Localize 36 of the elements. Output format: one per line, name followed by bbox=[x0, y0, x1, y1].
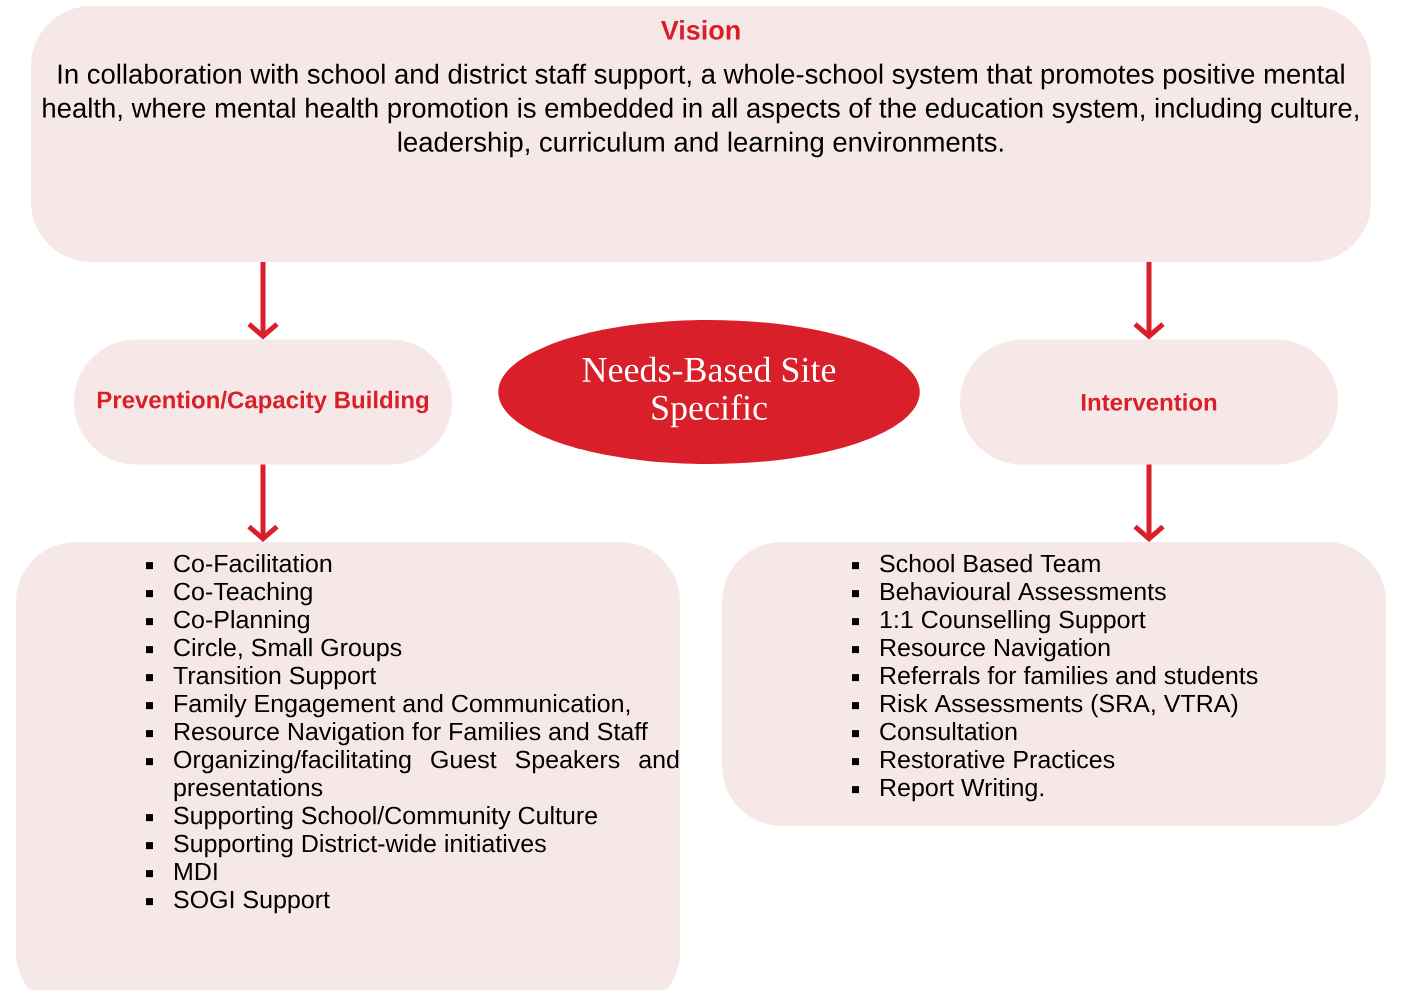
paragraph: In collaboration with school and district staff support, a whole-school system that promotes positive mental health, where mental health promotion is embedded in all aspects of the education system, including culture, leadership, curriculum and learning environments. bbox=[43, 63, 1358, 158]
list-item: School Based Team bbox=[852, 554, 1100, 573]
list-box bbox=[722, 542, 1386, 826]
list-item: Consultation bbox=[852, 722, 1017, 741]
label: Intervention bbox=[1081, 393, 1217, 411]
arrow bbox=[247, 262, 279, 340]
vision-box bbox=[31, 6, 1371, 262]
rounded-box bbox=[74, 339, 452, 465]
list-item: Report Writing. bbox=[852, 778, 1043, 802]
arrow bbox=[1133, 262, 1165, 340]
list-item: Co-Facilitation bbox=[146, 554, 332, 573]
list-item: MDI bbox=[146, 862, 217, 881]
list-item: Co-Planning bbox=[146, 610, 309, 634]
heading: Vision bbox=[660, 20, 740, 40]
list-item: Behavioural Assessments bbox=[852, 582, 1166, 601]
list-item: Risk Assessments (SRA, VTRA) bbox=[852, 694, 1238, 718]
rounded-box bbox=[960, 339, 1338, 465]
list-item: 1:1 Counselling Support bbox=[852, 610, 1146, 634]
list-item: Supporting School/Community Culture bbox=[146, 806, 597, 830]
list-item: Supporting District-wide initiatives bbox=[146, 834, 546, 858]
list-item: Family Engagement and Communication, bbox=[146, 694, 630, 718]
ellipse bbox=[498, 320, 920, 464]
label: Prevention/Capacity Building bbox=[97, 390, 429, 414]
list-item: Resource Navigation for Families and Staff bbox=[146, 722, 648, 746]
list-item: Resource Navigation bbox=[852, 638, 1110, 662]
label: Needs-Based Site Specific bbox=[582, 356, 836, 428]
list-item: Transition Support bbox=[146, 666, 377, 690]
list-box bbox=[16, 542, 680, 990]
list-item: Referrals for families and students bbox=[852, 666, 1258, 685]
list-item: Restorative Practices bbox=[852, 750, 1115, 769]
list-item: Co-Teaching bbox=[146, 582, 312, 606]
arrow bbox=[1133, 464, 1165, 542]
list-item: Circle, Small Groups bbox=[146, 638, 402, 662]
list-item: Organizing/facilitating Guest Speakers and presentations bbox=[146, 750, 679, 802]
list-item: SOGI Support bbox=[146, 890, 330, 914]
arrow bbox=[247, 464, 279, 542]
